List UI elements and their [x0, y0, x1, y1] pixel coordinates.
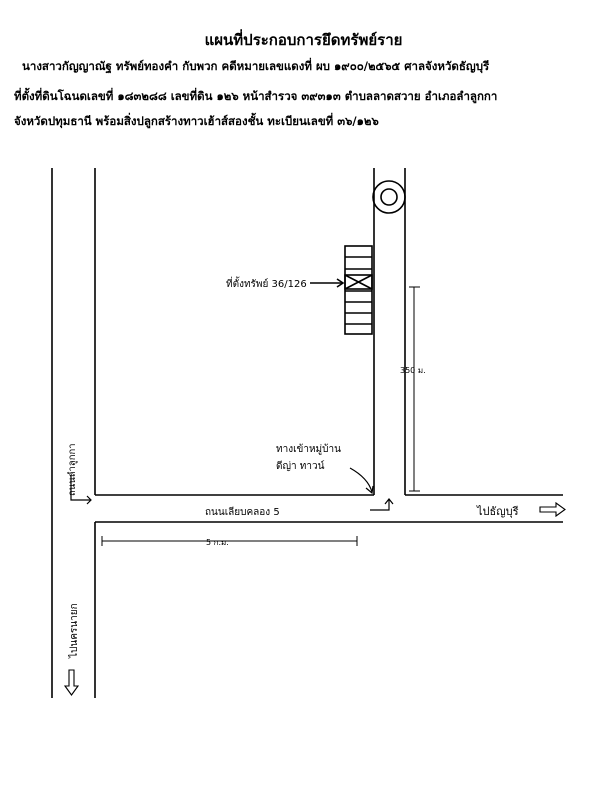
header-line-1: นางสาวกัญญาณัฐ ทรัพย์ทองคำ กับพวก คดีหมา…	[22, 59, 490, 73]
document-title: แผนที่ประกอบการยึดทรัพย์ราย	[204, 31, 403, 49]
townhouse-block	[344, 245, 373, 335]
property-label: ที่ตั้งทรัพย์ 36/126	[226, 276, 307, 290]
turn-arrow-entrance	[370, 500, 390, 511]
khlong5-road-label: ถนนเลียบคลอง 5	[205, 506, 280, 518]
header-line-3: จังหวัดปทุมธานี พร้อมสิ่งปลูกสร้างทาวเฮ้…	[14, 114, 379, 128]
distance-vertical-label: 350 ม.	[400, 366, 426, 375]
village-entrance-label-1: ทางเข้าหมู่บ้าน	[276, 443, 341, 455]
to-thanyaburi-label: ไปธัญบุรี	[476, 505, 519, 518]
distance-horizontal-label: 5 ก.ม.	[206, 538, 229, 547]
turn-arrow-left	[70, 475, 91, 501]
to-nakhon-nayok-arrow-icon	[63, 669, 80, 696]
to-thanyaburi-arrow-icon	[539, 501, 566, 518]
village-entrance-label-2: ดีญ่า ทาวน์	[276, 460, 325, 472]
entrance-pointer-arrow	[349, 467, 373, 493]
roundabout-outer	[372, 180, 406, 214]
property-marker	[344, 274, 373, 290]
to-nakhon-nayok-label: ไปนครนายก	[68, 603, 80, 659]
roundabout-inner	[380, 188, 398, 206]
lamlukka-road-label: ถนนลำลูกกา	[67, 443, 78, 496]
header-line-2: ที่ตั้งที่ดินโฉนดเลขที่ ๑๘๓๒๘๘ เลขที่ดิน…	[14, 89, 498, 103]
